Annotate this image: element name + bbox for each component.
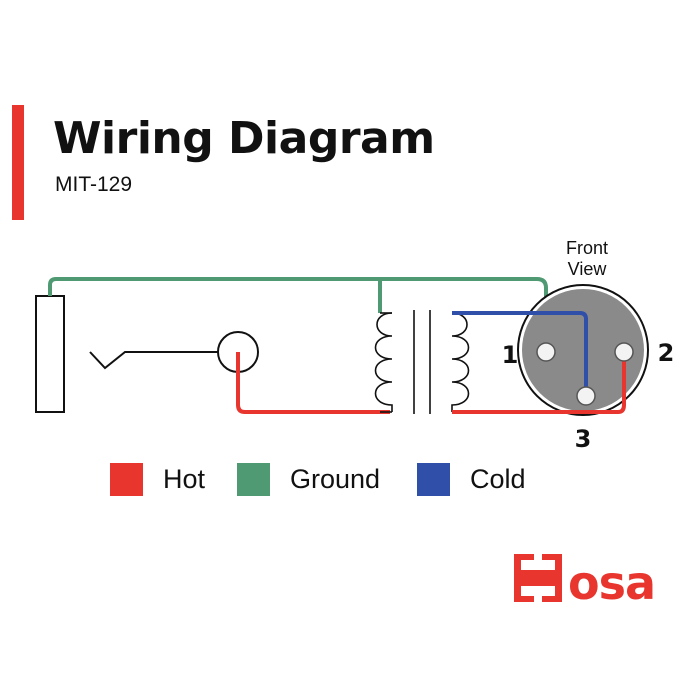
- cold-wire: [452, 311, 588, 396]
- xlr-pin-3: [576, 386, 596, 406]
- jack-body: [35, 295, 65, 413]
- primary-coil: [374, 312, 393, 412]
- pin-label-2: 2: [658, 339, 675, 367]
- hosa-logo-wordmark: osa: [568, 556, 655, 606]
- legend-item-ground: Ground: [237, 461, 380, 497]
- legend-label-hot: Hot: [163, 463, 206, 494]
- accent-bar: [12, 105, 24, 220]
- legend-label-cold: Cold: [470, 463, 526, 494]
- ground-wire: [48, 277, 548, 352]
- hosa-logo-h: [514, 554, 562, 602]
- hot-wire-input: [236, 352, 390, 414]
- xlr-face: [522, 289, 644, 411]
- legend-label-ground: Ground: [290, 463, 381, 494]
- page-title: Wiring Diagram: [53, 113, 435, 164]
- transformer: [374, 310, 470, 414]
- secondary-coil: [451, 312, 470, 412]
- model-number: MIT-129: [55, 173, 133, 196]
- front-view-label-line1: Front: [566, 238, 608, 258]
- hot-wire-output: [452, 352, 626, 414]
- legend-swatch-ground: [237, 462, 270, 496]
- pin-label-3: 3: [575, 425, 592, 453]
- pin-label-1: 1: [502, 341, 519, 369]
- front-view-label-line2: View: [568, 259, 608, 279]
- xlr-pin-1: [536, 342, 556, 362]
- legend-swatch-cold: [417, 462, 450, 496]
- jack-tip-contact: [89, 351, 220, 370]
- legend-item-cold: Cold: [417, 461, 526, 497]
- xlr-pin-2: [614, 342, 634, 362]
- legend-swatch-hot: [110, 462, 143, 496]
- legend-item-hot: Hot: [110, 461, 205, 497]
- hosa-logo: osa: [514, 554, 656, 606]
